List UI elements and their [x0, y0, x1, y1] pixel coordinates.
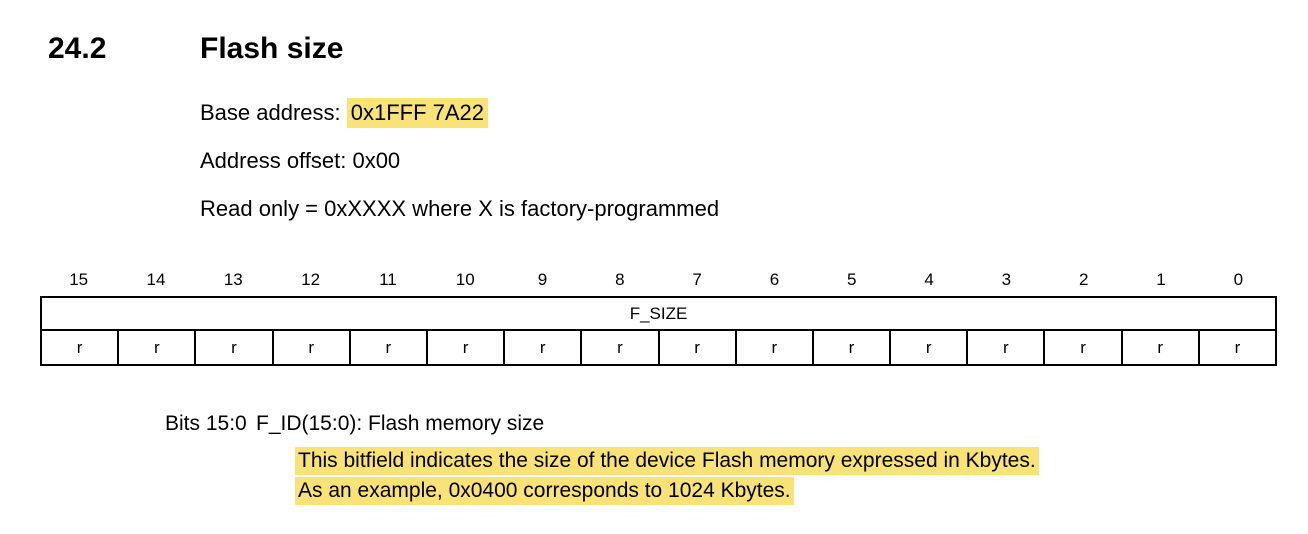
access-cell-2: r: [1045, 331, 1123, 364]
bit-number-11: 11: [379, 270, 397, 289]
bit-number-5: 5: [847, 270, 857, 289]
highlighted-line-1-text: This bitfield indicates the size of the …: [295, 447, 1039, 475]
access-type-row: r r r r r r r r r r r r r r r r: [42, 331, 1275, 364]
access-cell-12: r: [274, 331, 351, 364]
highlighted-description: This bitfield indicates the size of the …: [295, 446, 1039, 506]
access-note-line: Read only = 0xXXXX where X is factory-pr…: [200, 196, 720, 221]
field-name: F_SIZE: [629, 303, 688, 323]
access-cell-0: r: [1234, 337, 1241, 357]
section-title: Flash size: [200, 32, 344, 65]
bit-number-0: 0: [1233, 270, 1244, 289]
access-cell-7: r: [660, 331, 737, 364]
bit-number-8: 8: [615, 270, 625, 289]
access-cell-3: r: [968, 331, 1046, 364]
highlighted-line-1: This bitfield indicates the size of the …: [295, 446, 1039, 476]
access-cell-11: r: [351, 331, 428, 364]
access-cell-13: r: [196, 331, 274, 364]
highlighted-line-2: As an example, 0x0400 corresponds to 102…: [295, 476, 1039, 506]
address-offset-line: Address offset: 0x00: [200, 148, 401, 173]
base-address-label: Base address:: [200, 100, 347, 125]
access-cell-5: r: [814, 331, 892, 364]
access-cell-8: r: [582, 331, 660, 364]
base-address-line: Base address: 0x1FFF 7A22: [200, 98, 489, 128]
bit-number-13: 13: [223, 270, 243, 289]
bits-range-label: Bits 15:0: [165, 412, 247, 435]
access-cell-10: r: [428, 331, 506, 364]
base-address-value-highlighted: 0x1FFF 7A22: [346, 98, 489, 128]
access-cell-4: r: [891, 331, 969, 364]
bit-number-9: 9: [537, 270, 548, 289]
bit-number-4: 4: [924, 270, 934, 289]
bit-number-2: 2: [1078, 270, 1089, 289]
access-cell-14: r: [119, 331, 197, 364]
highlighted-line-2-text: As an example, 0x0400 corresponds to 102…: [295, 477, 794, 505]
bit-number-14: 14: [146, 270, 166, 289]
bit-number-1: 1: [1156, 270, 1166, 289]
access-cell-15: r: [42, 331, 120, 364]
bit-number-7: 7: [692, 270, 702, 289]
access-cell-1: r: [1123, 331, 1200, 364]
access-cell-6: r: [737, 331, 814, 364]
bit-number-10: 10: [455, 270, 475, 289]
bit-field-title: F_ID(15:0): Flash memory size: [256, 412, 545, 435]
bit-number-15: 15: [69, 270, 89, 289]
register-bit-table: F_SIZE r r r r r r r r r r r r r r r r: [40, 296, 1277, 366]
section-number: 24.2: [48, 32, 107, 65]
field-name-row: F_SIZE: [42, 298, 1275, 331]
access-cell-9: r: [505, 331, 583, 364]
bit-number-3: 3: [1001, 270, 1012, 289]
bit-number-12: 12: [301, 270, 321, 289]
bit-number-row: 15 14 13 12 11 10 9 8 7 6 5 4 3 2 1 0: [40, 270, 1277, 290]
bit-number-6: 6: [769, 270, 780, 289]
